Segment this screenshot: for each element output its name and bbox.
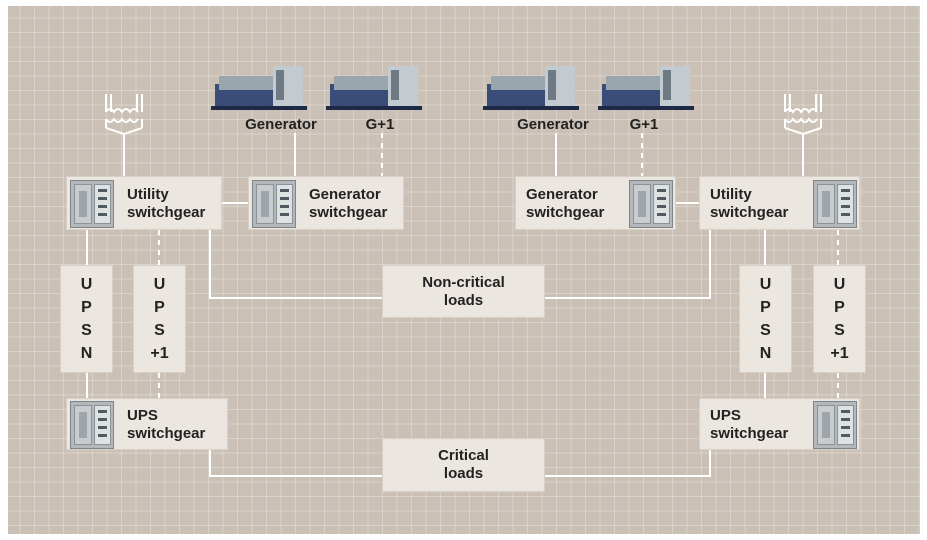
- non-critical-loads-line1: Non-critical: [422, 273, 505, 291]
- right-ups-plus1-char-3: S: [834, 322, 845, 339]
- left-ups-plus1-char-3: S: [154, 322, 165, 339]
- right-ups-switchgear-line2: switchgear: [710, 425, 789, 442]
- left-ups-n-char-1: U: [80, 276, 93, 293]
- non-critical-loads: Non-critical loads: [382, 265, 545, 318]
- line-right-critical: [545, 450, 711, 477]
- left-ups-switchgear-line2: switchgear: [127, 425, 206, 442]
- left-g1-generator-icon: [326, 66, 422, 110]
- left-generator-switchgear-line2: switchgear: [309, 204, 388, 221]
- right-generator-switchgear: Generator switchgear: [515, 176, 676, 230]
- switchgear-cabinet-icon: [629, 180, 673, 228]
- right-generator-label: Generator: [517, 116, 589, 133]
- line-left-noncritical: [209, 230, 382, 299]
- non-critical-loads-line2: loads: [443, 291, 484, 309]
- left-ups-plus1-char-2: P: [154, 299, 165, 316]
- left-utility-switchgear: Utility switchgear: [66, 176, 222, 230]
- critical-loads: Critical loads: [382, 438, 545, 492]
- left-ups-plus1: U P S +1: [133, 265, 186, 373]
- right-transformer-icon: [784, 94, 822, 136]
- switchgear-cabinet-icon: [252, 180, 296, 228]
- switchgear-cabinet-icon: [813, 401, 857, 449]
- right-g1-generator-icon: [598, 66, 694, 110]
- critical-loads-line2: loads: [443, 465, 484, 482]
- left-generator-label: Generator: [245, 116, 317, 133]
- right-utility-switchgear-line2: switchgear: [710, 204, 789, 221]
- left-ups-plus1-char-1: U: [153, 276, 166, 293]
- left-generator-icon: [211, 66, 307, 110]
- left-utility-switchgear-line1: Utility: [127, 186, 169, 203]
- right-generator-icon: [483, 66, 579, 110]
- line-right-noncritical: [545, 230, 711, 299]
- left-utility-switchgear-line2: switchgear: [127, 204, 206, 221]
- right-ups-switchgear: UPS switchgear: [699, 398, 860, 450]
- critical-loads-line1: Critical: [438, 447, 489, 464]
- right-ups-plus1-char-2: P: [834, 299, 845, 316]
- right-ups-n: U P S N: [739, 265, 792, 373]
- switchgear-cabinet-icon: [70, 401, 114, 449]
- switchgear-cabinet-icon: [813, 180, 857, 228]
- left-ups-n: U P S N: [60, 265, 113, 373]
- left-ups-n-char-3: S: [81, 322, 92, 339]
- left-g1-label: G+1: [365, 116, 395, 133]
- left-ups-n-char-2: P: [81, 299, 92, 316]
- right-ups-plus1-char-1: U: [833, 276, 846, 293]
- right-ups-n-char-4: N: [759, 345, 772, 362]
- line-left-critical: [209, 450, 382, 477]
- right-ups-plus1: U P S +1: [813, 265, 866, 373]
- right-generator-switchgear-line2: switchgear: [526, 204, 605, 221]
- right-ups-plus1-char-4: +1: [830, 345, 849, 362]
- right-ups-n-char-1: U: [759, 276, 772, 293]
- switchgear-cabinet-icon: [70, 180, 114, 228]
- left-ups-switchgear-line1: UPS: [127, 407, 158, 424]
- right-g1-label: G+1: [629, 116, 659, 133]
- left-ups-plus1-char-4: +1: [150, 345, 169, 362]
- right-generator-switchgear-line1: Generator: [526, 186, 598, 203]
- right-ups-n-char-2: P: [760, 299, 771, 316]
- right-ups-n-char-3: S: [760, 322, 771, 339]
- connection-lines: [86, 66, 839, 477]
- diagram-canvas: Generator G+1 Generator G+1 Utility swit…: [8, 6, 920, 534]
- left-generator-switchgear-line1: Generator: [309, 186, 381, 203]
- left-transformer-icon: [105, 94, 143, 136]
- right-ups-switchgear-line1: UPS: [710, 407, 741, 424]
- right-utility-switchgear: Utility switchgear: [699, 176, 860, 230]
- left-generator-switchgear: Generator switchgear: [248, 176, 404, 230]
- left-ups-n-char-4: N: [80, 345, 93, 362]
- left-ups-switchgear: UPS switchgear: [66, 398, 228, 450]
- right-utility-switchgear-line1: Utility: [710, 186, 752, 203]
